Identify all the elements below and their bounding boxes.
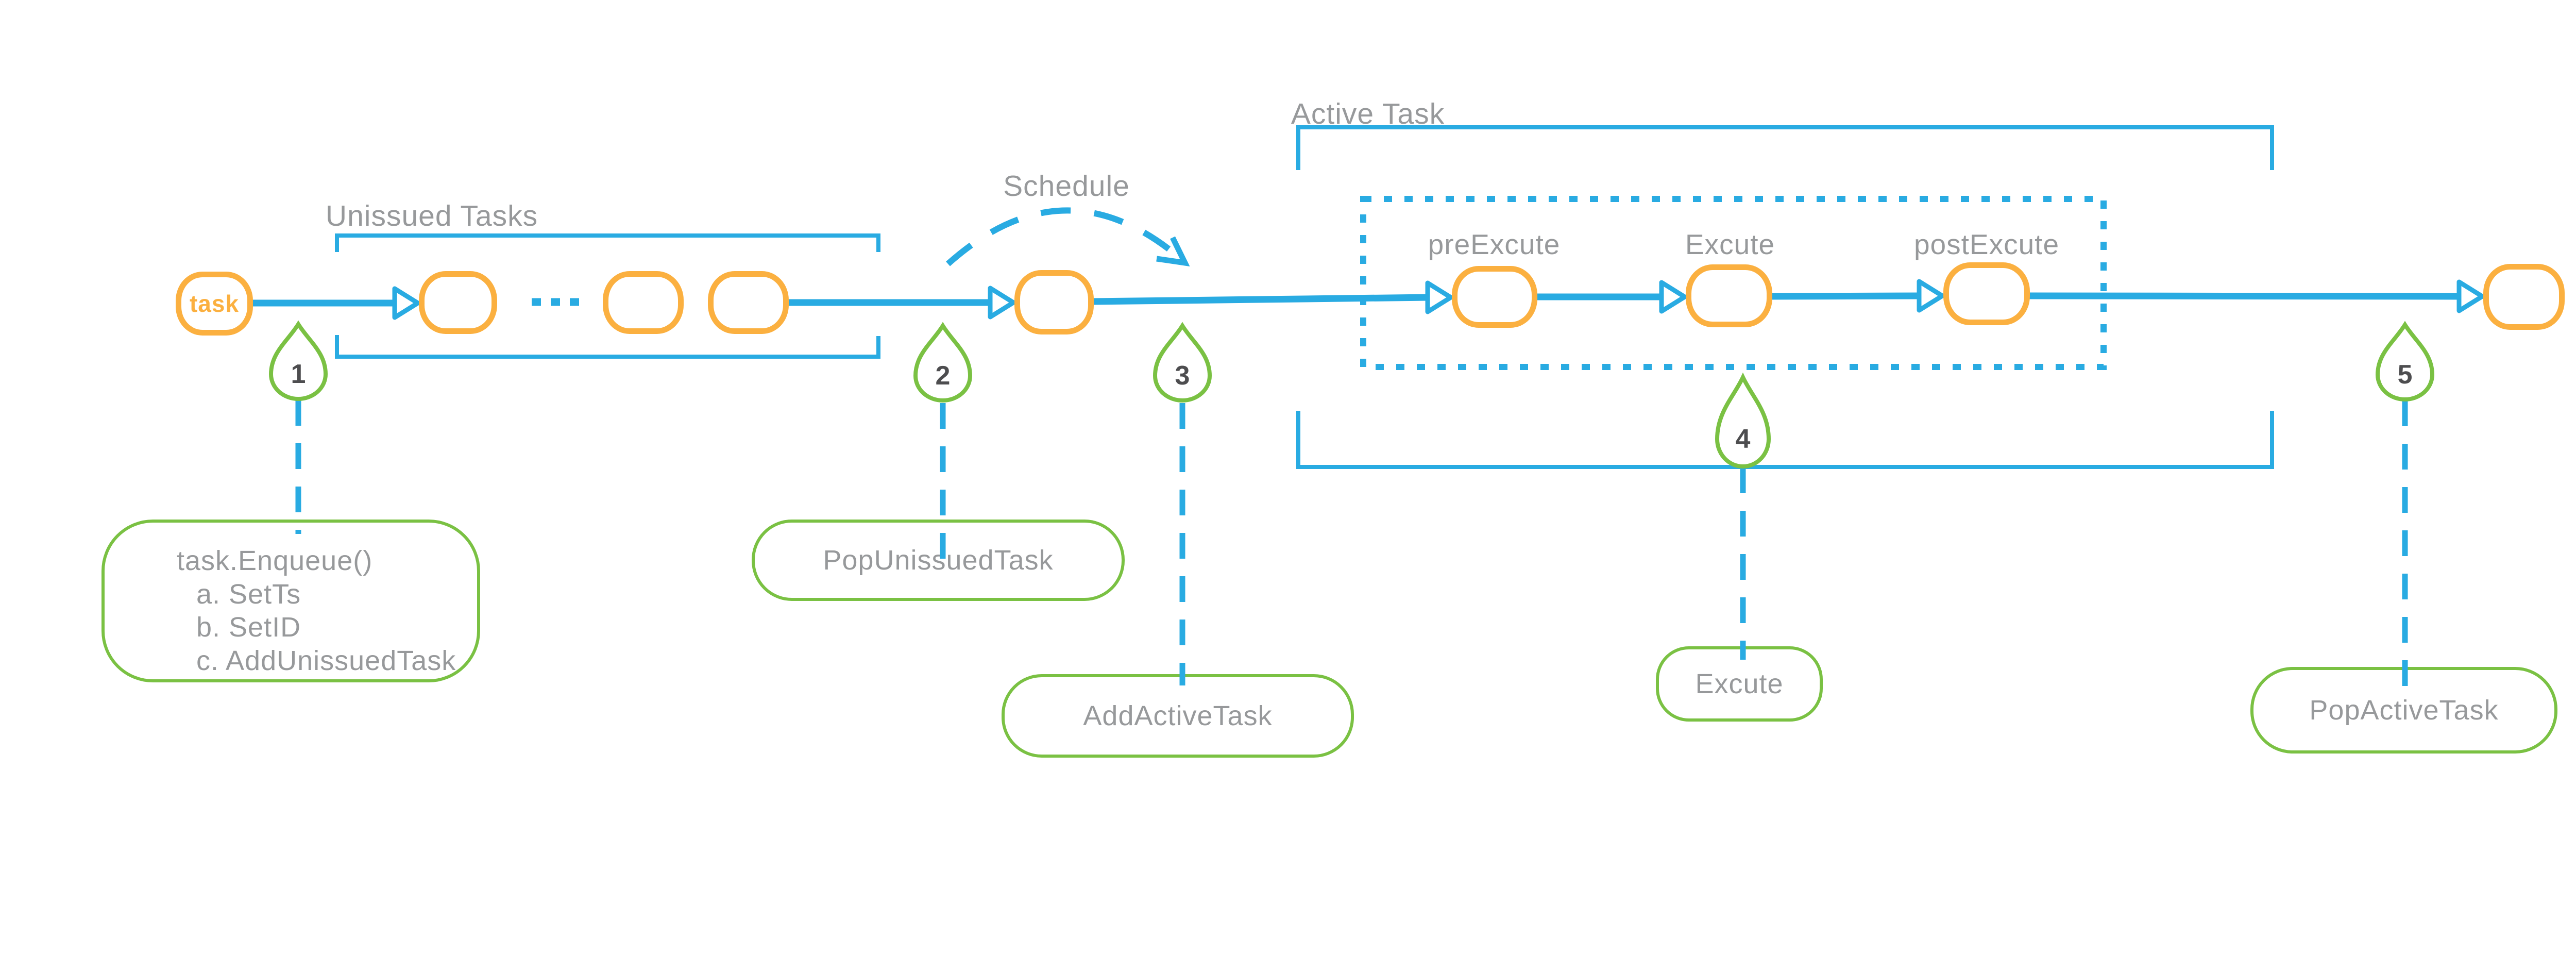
teardrop-marker-1-icon	[268, 320, 328, 401]
node-excute	[1686, 264, 1772, 327]
bracket-unissued-top	[335, 233, 880, 252]
teardrop-marker-3-icon	[1153, 322, 1212, 403]
callout-enqueue: task.Enqueue() a. SetTs b. SetID c. AddU…	[101, 520, 480, 682]
excute-callout-label: Excute	[1695, 668, 1784, 699]
enqueue-item-a: a. SetTs	[196, 578, 301, 610]
teardrop-marker-4-icon	[1715, 372, 1771, 468]
preexcute-label: preExcute	[1428, 228, 1561, 260]
active-task-label: Active Task	[1291, 97, 1445, 130]
bracket-unissued-bottom	[335, 335, 880, 359]
callout-add-active-task: AddActiveTask	[1002, 674, 1354, 758]
dotted-box-active-task	[1360, 196, 2107, 370]
arrowhead-into-done-node	[2456, 279, 2485, 313]
postexcute-label: postExcute	[1913, 228, 2060, 260]
bracket-active-top	[1296, 125, 2274, 170]
teardrop-marker-5-icon	[2375, 321, 2435, 401]
marker-number-5: 5	[2397, 360, 2413, 390]
arrowhead-into-postexcute	[1917, 279, 1945, 313]
unissued-tasks-label: Unissued Tasks	[325, 199, 538, 232]
task-node-label: task	[189, 290, 240, 317]
arrowhead-into-excute	[1659, 280, 1687, 314]
arrowhead-into-queue1	[392, 286, 420, 320]
add-active-task-label: AddActiveTask	[1083, 700, 1273, 731]
enqueue-item-c: c. AddUnissuedTask	[196, 645, 456, 676]
node-done	[2483, 264, 2565, 330]
node-queue-3	[708, 271, 789, 334]
schedule-label: Schedule	[1003, 170, 1130, 203]
node-task: task	[176, 272, 253, 336]
node-queue-1	[419, 271, 497, 334]
arrowhead-into-preexcute	[1425, 280, 1453, 314]
node-postexcute	[1943, 262, 2030, 325]
marker-number-1: 1	[291, 359, 306, 389]
callout-excute: Excute	[1656, 646, 1823, 722]
callout-enqueue-text: task.Enqueue() a. SetTs b. SetID c. AddU…	[177, 544, 456, 677]
callout-pop-unissued-task: PopUnissuedTask	[752, 520, 1125, 601]
excute-label: Excute	[1685, 228, 1775, 260]
node-queue-2	[603, 271, 684, 334]
arrowhead-into-schedule-node	[988, 286, 1016, 320]
bracket-active-bottom	[1296, 411, 2274, 469]
pop-unissued-task-label: PopUnissuedTask	[823, 545, 1054, 576]
pop-active-task-label: PopActiveTask	[2309, 695, 2499, 726]
node-schedule	[1014, 270, 1094, 334]
flow-line-schedule-to-preexcute	[1092, 294, 1430, 305]
marker-number-3: 3	[1175, 361, 1190, 391]
enqueue-title: task.Enqueue()	[177, 545, 373, 576]
schedule-arc	[946, 207, 1183, 266]
schedule-arc-arrowhead-icon	[1156, 236, 1190, 266]
node-preexcute	[1452, 266, 1537, 328]
teardrop-marker-2-icon	[913, 322, 973, 403]
enqueue-item-b: b. SetID	[196, 612, 301, 643]
marker-number-4: 4	[1735, 424, 1751, 454]
marker-number-2: 2	[935, 361, 951, 391]
